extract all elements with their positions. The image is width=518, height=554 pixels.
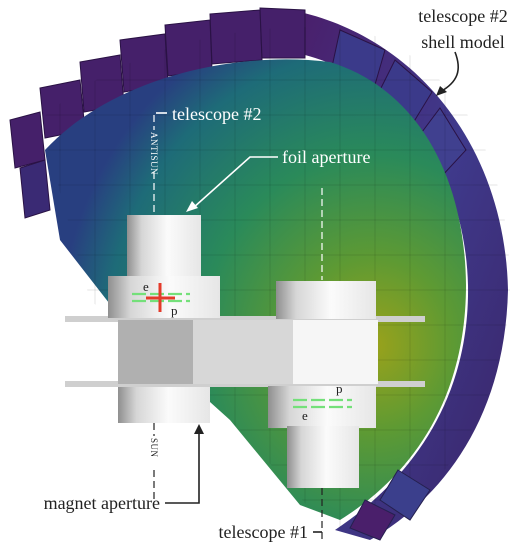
telescope2-red-marker	[146, 283, 175, 312]
label-telescope1: telescope #1	[219, 522, 308, 542]
label-foil-aperture: foil aperture	[282, 147, 370, 167]
sun-axis	[153, 423, 323, 540]
telescope2-foil-cylinder	[127, 215, 201, 277]
label-telescope2: telescope #2	[172, 104, 261, 124]
leader-lines	[156, 112, 278, 209]
label-sun: SUN	[149, 438, 159, 458]
telescope2-magnet-cylinder	[118, 387, 210, 423]
telescope1-detectors	[293, 398, 352, 409]
magnet-aperture-arrowhead	[194, 424, 204, 434]
label-t2-e: e	[143, 279, 149, 294]
label-shell-model-line1: telescope #2	[418, 6, 507, 26]
foil-aperture-leader	[192, 156, 278, 209]
telescope1-collar	[276, 281, 376, 319]
instrument	[65, 215, 425, 488]
foil-aperture-arrowhead	[186, 201, 198, 212]
label-magnet-aperture: magnet aperture	[44, 493, 160, 513]
telescope1-cylinder	[287, 426, 359, 488]
label-t2-p: p	[171, 303, 178, 318]
upper-plate	[65, 316, 425, 322]
telescope-axes	[153, 115, 323, 280]
shell-leader	[439, 51, 459, 93]
label-antisun: ANTISUN	[149, 132, 159, 175]
label-t1-e: e	[302, 408, 308, 423]
shell-arrowhead	[436, 86, 447, 96]
shell-bottom-blocks	[349, 469, 431, 541]
label-t1-p: p	[336, 381, 343, 396]
label-shell-model-line2: shell model	[421, 32, 505, 52]
magnet-aperture-leader	[165, 432, 200, 504]
